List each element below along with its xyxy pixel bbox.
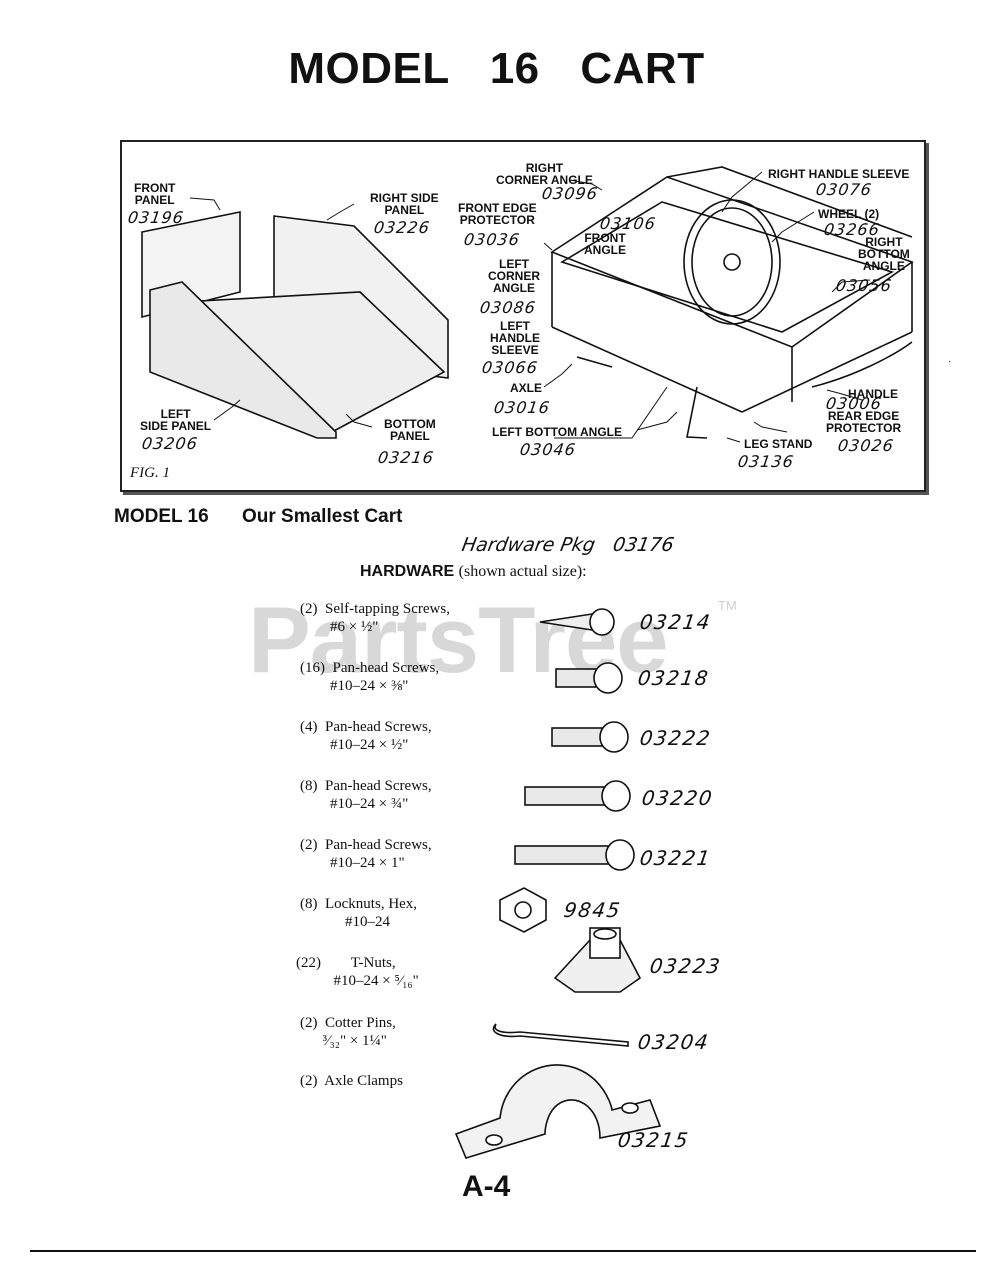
hw-desc-self-tapping: (2) Self-tapping Screws, #6 × ½" (300, 601, 450, 635)
label-right-bottom-angle: RIGHT BOTTOM ANGLE (858, 235, 910, 273)
hw-desc-axle-clamps: (2) Axle Clamps (300, 1073, 403, 1089)
label-bottom-panel: BOTTOM PANEL (384, 417, 436, 443)
pan-screw-1-head (605, 839, 635, 871)
pan-screw-1-shank (514, 845, 621, 865)
hardware-heading-title: HARDWARE (360, 563, 455, 580)
cotter-pin (492, 1023, 629, 1047)
pan-screw-3-4-head (601, 780, 631, 812)
hw-desc-pan-1: (2) Pan-head Screws, #10–24 × 1" (300, 837, 432, 871)
label-handle: HANDLE (848, 387, 898, 401)
hw-desc-t-nuts: (22) T-Nuts, #10–24 × ⁵⁄₁₆" (296, 955, 419, 989)
label-right-side-panel: RIGHT SIDE PANEL (370, 191, 439, 217)
label-left-corner-angle: LEFT CORNER ANGLE (488, 257, 541, 295)
label-wheel: WHEEL (2) (818, 207, 880, 221)
hardware-heading-note: (shown actual size): (458, 563, 587, 580)
pan-screw-1-2-shank (551, 727, 603, 747)
label-left-bottom-angle: LEFT BOTTOM ANGLE (492, 425, 622, 439)
hw-num-pan-3-8: 03218 (636, 666, 711, 690)
label-left-side-panel: LEFT SIDE PANEL (140, 407, 212, 433)
hw-num-self-tapping: 03214 (638, 610, 713, 634)
axle-clamp (454, 1064, 662, 1159)
hardware-heading: HARDWARE (shown actual size): (360, 563, 587, 581)
hw-num-axle-clamps: 03215 (616, 1128, 691, 1152)
pan-screw-3-8-shank (555, 668, 597, 688)
self-tapping-screw-head (589, 608, 615, 636)
hw-num-t-nuts: 03223 (648, 954, 723, 978)
locknut-hole (514, 901, 532, 919)
label-left-handle-sleeve: LEFT HANDLE SLEEVE (490, 319, 540, 357)
hw-desc-cotter-pins: (2) Cotter Pins, ³⁄₃₂" × 1¼" (300, 1015, 396, 1049)
model-subtitle-line: MODEL 16 Our Smallest Cart (114, 506, 402, 528)
label-front-panel: FRONT PANEL (134, 181, 176, 207)
hw-num-pan-1: 03221 (638, 846, 713, 870)
model-name: MODEL 16 (114, 506, 209, 527)
hw-num-locknut: 9845 (562, 898, 623, 922)
label-right-corner-angle: RIGHT CORNER ANGLE (496, 161, 593, 187)
axle-clamp-hole-right (621, 1102, 639, 1114)
pan-screw-3-4-shank (524, 786, 606, 806)
label-rear-edge-protector: REAR EDGE PROTECTOR (826, 409, 902, 435)
pan-screw-1-2-head (599, 721, 629, 753)
label-axle: AXLE (510, 381, 543, 395)
axle-clamp-hole-left (485, 1134, 503, 1146)
page-title: MODEL 16 CART (288, 44, 705, 93)
label-front-angle: FRONT ANGLE (584, 231, 626, 257)
hw-desc-pan-3-4: (8) Pan-head Screws, #10–24 × ¾" (300, 778, 432, 812)
page-number: A-4 (462, 1170, 511, 1203)
hw-desc-locknut: (8) Locknuts, Hex, #10–24 (300, 896, 418, 930)
label-front-edge-protector: FRONT EDGE PROTECTOR (458, 201, 537, 227)
label-right-handle-sleeve: RIGHT HANDLE SLEEVE (768, 167, 910, 181)
model-subtitle: Our Smallest Cart (241, 506, 403, 527)
figure-caption: FIG. 1 (130, 465, 170, 481)
hw-desc-pan-1-2: (4) Pan-head Screws, #10–24 × ½" (300, 719, 432, 753)
hw-num-cotter-pins: 03204 (636, 1030, 711, 1054)
self-tapping-screw-shank (539, 613, 593, 631)
hw-num-pan-1-2: 03222 (638, 726, 713, 750)
margin-mark: · (948, 356, 952, 367)
watermark-trademark: TM (718, 598, 737, 613)
figure-frame: FRONT PANEL 03196 RIGHT SIDE PANEL 03226… (120, 140, 926, 492)
hw-desc-pan-3-8: (16) Pan-head Screws, #10–24 × ⅜" (300, 660, 440, 694)
hw-num-pan-3-4: 03220 (640, 786, 715, 810)
t-nut-hole (593, 928, 617, 940)
cart-exploded-diagram (141, 166, 914, 443)
bottom-rule (30, 1250, 976, 1252)
pan-screw-3-8-head (593, 662, 623, 694)
label-leg-stand: LEG STAND (744, 437, 813, 451)
